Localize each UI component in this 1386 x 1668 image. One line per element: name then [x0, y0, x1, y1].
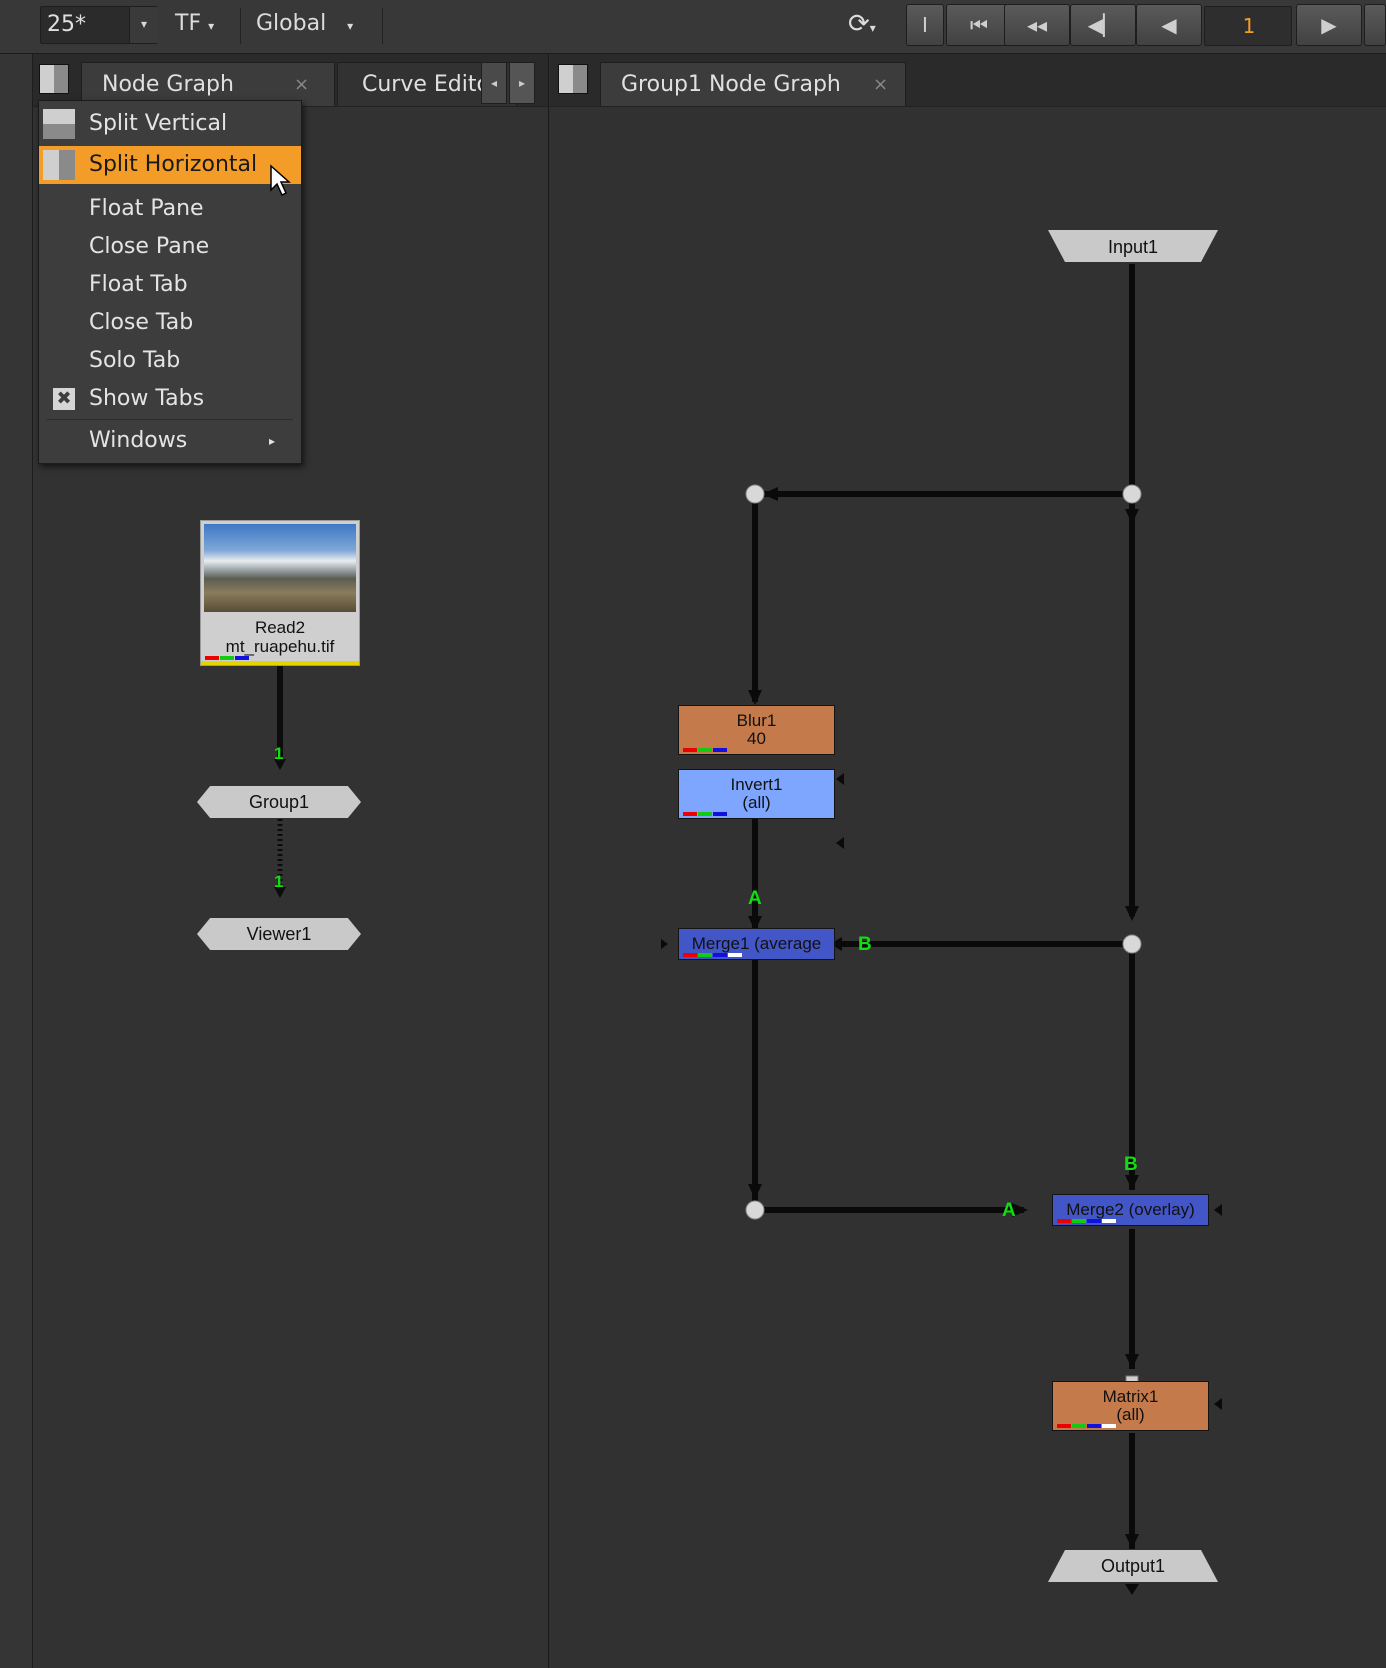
top-toolbar: 25* ▾ TF ▾ Global ▾ ⟳▾ I ⏮ ◂◂ ◀▏ ◀ 1 ▶ [0, 0, 1386, 54]
prev-keyframe-icon[interactable]: ◂◂ [1004, 4, 1070, 46]
left-tab-bar: Node Graph × Curve Editor ◂ ▸ [33, 54, 548, 107]
read-node-bar [201, 661, 359, 665]
blur-node-value: 40 [747, 729, 766, 748]
red-channel-icon [683, 953, 697, 957]
playback-mode-icon[interactable]: ⟳▾ [848, 9, 876, 39]
matrix-node-name: Matrix1 [1102, 1387, 1159, 1406]
tab-node-graph[interactable]: Node Graph × [81, 62, 335, 106]
matrix-node[interactable]: Matrix1 (all) [1052, 1381, 1209, 1431]
split-horizontal-icon [43, 150, 75, 180]
input-node[interactable]: Input1 [1048, 230, 1218, 262]
in-point-button[interactable]: I [906, 4, 944, 46]
submenu-arrow-icon: ▸ [269, 434, 276, 448]
red-channel-icon [683, 812, 697, 816]
alpha-channel-icon [1102, 1219, 1116, 1223]
left-graph-pipes [274, 666, 286, 898]
menu-item-windows[interactable]: Windows ▸ [39, 422, 301, 460]
menu-item-close-pane[interactable]: Close Pane [89, 234, 210, 259]
merge2-node[interactable]: Merge2 (overlay) [1052, 1194, 1209, 1226]
tab-scroll-right-icon[interactable]: ▸ [509, 62, 535, 104]
menu-item-float-tab[interactable]: Float Tab [89, 272, 188, 297]
split-vertical-icon [43, 109, 75, 139]
read-node-file: mt_ruapehu.tif [225, 637, 335, 656]
alpha-channel-icon [1102, 1424, 1116, 1428]
input-label-b: B [1124, 1154, 1138, 1175]
blue-channel-icon [1087, 1219, 1101, 1223]
green-channel-icon [220, 656, 234, 660]
menu-item-show-tabs[interactable]: ✖ Show Tabs [39, 380, 301, 418]
invert-node-value: (all) [742, 793, 771, 812]
invert-node-name: Invert1 [730, 775, 783, 794]
read-node[interactable]: Read2 mt_ruapehu.tif [200, 520, 360, 666]
green-channel-icon [698, 812, 712, 816]
tab-group1-node-graph[interactable]: Group1 Node Graph × [600, 62, 906, 106]
content-menu-button[interactable] [558, 64, 588, 94]
right-tab-bar: Group1 Node Graph × [550, 54, 1386, 107]
play-forward-icon[interactable]: ▶ [1296, 4, 1362, 46]
mouse-cursor-icon [270, 164, 291, 197]
menu-item-close-tab[interactable]: Close Tab [89, 310, 194, 335]
pipe-label: 1 [274, 744, 284, 763]
merge2-node-label: Merge2 (overlay) [1066, 1200, 1195, 1219]
checkbox-checked-icon: ✖ [53, 388, 75, 410]
alpha-channel-icon [728, 953, 742, 957]
global-dropdown[interactable]: Global ▾ [256, 11, 354, 36]
blur-node-name: Blur1 [736, 711, 777, 730]
read-node-name: Read2 [254, 618, 306, 637]
pipe-label: 1 [274, 872, 284, 891]
red-channel-icon [683, 748, 697, 752]
more-transport-button[interactable] [1364, 4, 1386, 46]
green-channel-icon [1072, 1219, 1086, 1223]
input-label-b: B [858, 934, 872, 955]
frame-number: 1 [1242, 14, 1256, 38]
red-channel-icon [1057, 1424, 1071, 1428]
fps-dropdown-icon[interactable]: ▾ [129, 7, 158, 43]
blue-channel-icon [1087, 1424, 1101, 1428]
pane-context-menu: Split Vertical Split Horizontal Float Pa… [38, 100, 302, 464]
tab-curve-editor-label: Curve Editor [362, 72, 500, 97]
tab-node-graph-label: Node Graph [102, 72, 234, 97]
red-channel-icon [1057, 1219, 1071, 1223]
green-channel-icon [698, 953, 712, 957]
play-backward-icon[interactable]: ◀ [1136, 4, 1202, 46]
go-to-start-icon[interactable]: ⏮ [946, 4, 1012, 46]
viewer-node[interactable]: Viewer1 [197, 918, 361, 950]
group-graph-pipes [661, 264, 1222, 1595]
green-channel-icon [1072, 1424, 1086, 1428]
blue-channel-icon [713, 748, 727, 752]
menu-item-split-horizontal[interactable]: Split Horizontal [39, 146, 301, 197]
side-strip [0, 54, 33, 1668]
read-thumbnail [204, 524, 356, 612]
step-back-icon[interactable]: ◀▏ [1070, 4, 1136, 46]
merge1-node-label: Merge1 (average [691, 934, 822, 953]
fps-field[interactable]: 25* ▾ [40, 6, 158, 44]
green-channel-icon [698, 748, 712, 752]
blue-channel-icon [713, 953, 727, 957]
tab-group1-label: Group1 Node Graph [621, 72, 841, 97]
close-tab-icon[interactable]: × [873, 74, 889, 95]
red-channel-icon [205, 656, 219, 660]
output-node[interactable]: Output1 [1048, 1550, 1218, 1582]
merge1-node[interactable]: Merge1 (average [678, 928, 835, 960]
fps-value: 25* [47, 12, 86, 37]
group-node-graph-pane[interactable]: Group1 Node Graph × [550, 54, 1386, 1668]
menu-item-float-pane[interactable]: Float Pane [89, 196, 204, 221]
invert-node[interactable]: Invert1 (all) [678, 769, 835, 819]
blur-node[interactable]: Blur1 40 [678, 705, 835, 755]
tf-dropdown[interactable]: TF ▾ [175, 11, 215, 36]
input-label-a: A [748, 888, 762, 909]
content-menu-button[interactable] [39, 64, 69, 94]
menu-item-split-vertical[interactable]: Split Vertical [39, 105, 301, 143]
matrix-node-value: (all) [1116, 1405, 1145, 1424]
frame-field[interactable]: 1 [1204, 6, 1292, 46]
close-tab-icon[interactable]: × [294, 74, 310, 95]
blue-channel-icon [235, 656, 249, 660]
blue-channel-icon [713, 812, 727, 816]
input-label-a: A [1002, 1200, 1016, 1221]
tab-scroll-left-icon[interactable]: ◂ [481, 62, 507, 104]
group-node[interactable]: Group1 [197, 786, 361, 818]
menu-item-solo-tab[interactable]: Solo Tab [89, 348, 181, 373]
